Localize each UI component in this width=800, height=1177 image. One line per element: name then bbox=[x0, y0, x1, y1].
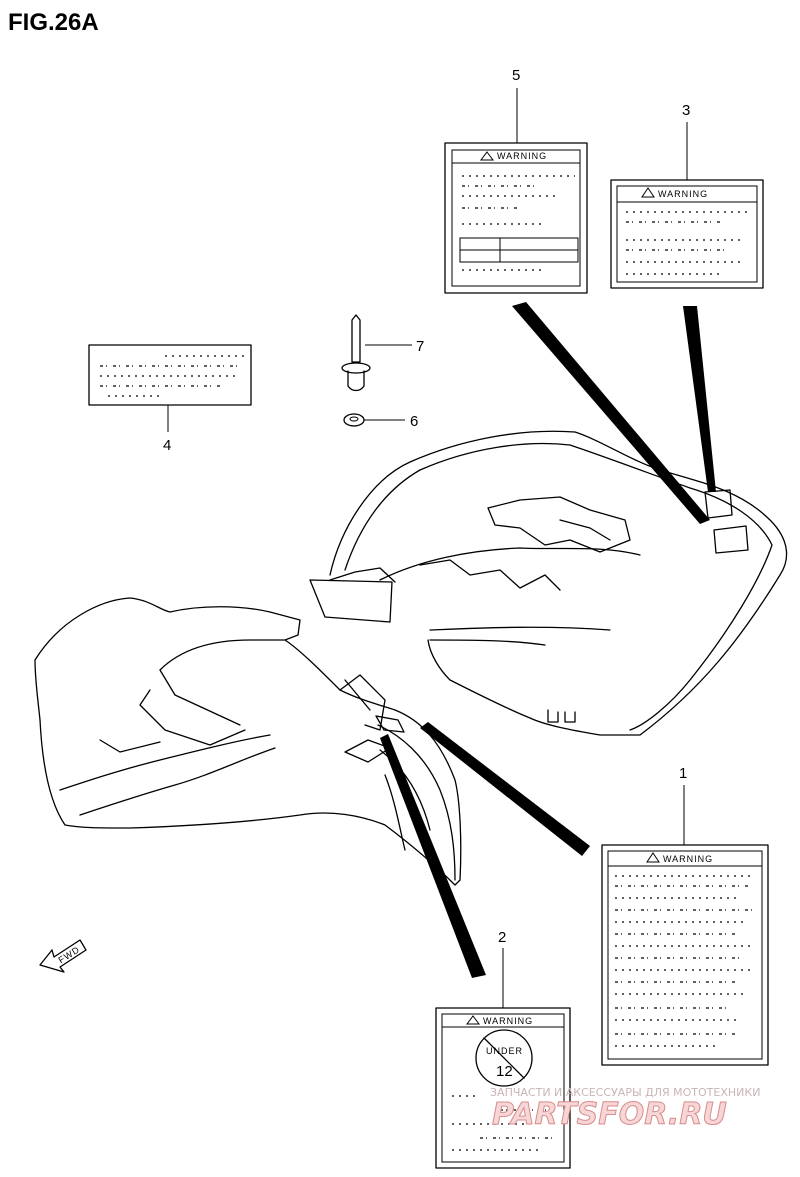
under-age-badge: UNDER 12 bbox=[475, 1029, 533, 1087]
badge-age-number: 12 bbox=[496, 1063, 513, 1080]
watermark-tagline: ЗАПЧАСТИ И АКСЕССУАРЫ ДЛЯ МОТОТЕХНИКИ bbox=[490, 1086, 760, 1099]
callout-1: 1 bbox=[679, 765, 687, 782]
watermark-brand: PARTSFOR.RU bbox=[492, 1097, 727, 1132]
leader-wedges bbox=[380, 302, 716, 978]
watermark: ЗАПЧАСТИ И АКСЕССУАРЫ ДЛЯ МОТОТЕХНИКИ PA… bbox=[490, 1086, 760, 1133]
part-6-washer: 6 bbox=[343, 413, 418, 430]
label-3-warning-card: 3 WARNING bbox=[610, 102, 764, 289]
atv-fender-body bbox=[34, 430, 788, 886]
part-7-rivet: 7 bbox=[341, 314, 424, 392]
label-1-warning-card: 1 WARNING bbox=[601, 765, 769, 1066]
label-2-heading: WARNING bbox=[483, 1016, 533, 1026]
figure-title: FIG.26A bbox=[8, 9, 99, 36]
label-5-warning-card: 5 WARNING bbox=[444, 67, 588, 294]
label-3-heading: WARNING bbox=[658, 189, 708, 199]
label-5-heading: WARNING bbox=[497, 151, 547, 161]
callout-6: 6 bbox=[410, 413, 418, 430]
callout-4: 4 bbox=[163, 437, 171, 454]
callout-2: 2 bbox=[498, 929, 506, 946]
label-1-heading: WARNING bbox=[663, 854, 713, 864]
label-2-warning-card: 2 WARNING UNDER 12 bbox=[435, 929, 571, 1169]
callout-7: 7 bbox=[416, 338, 424, 355]
label-4-plain-card: 4 bbox=[88, 344, 252, 454]
fwd-arrow: FWD bbox=[39, 939, 87, 973]
badge-under-text: UNDER bbox=[486, 1046, 523, 1056]
callout-5: 5 bbox=[512, 67, 520, 84]
callout-3: 3 bbox=[682, 102, 690, 119]
